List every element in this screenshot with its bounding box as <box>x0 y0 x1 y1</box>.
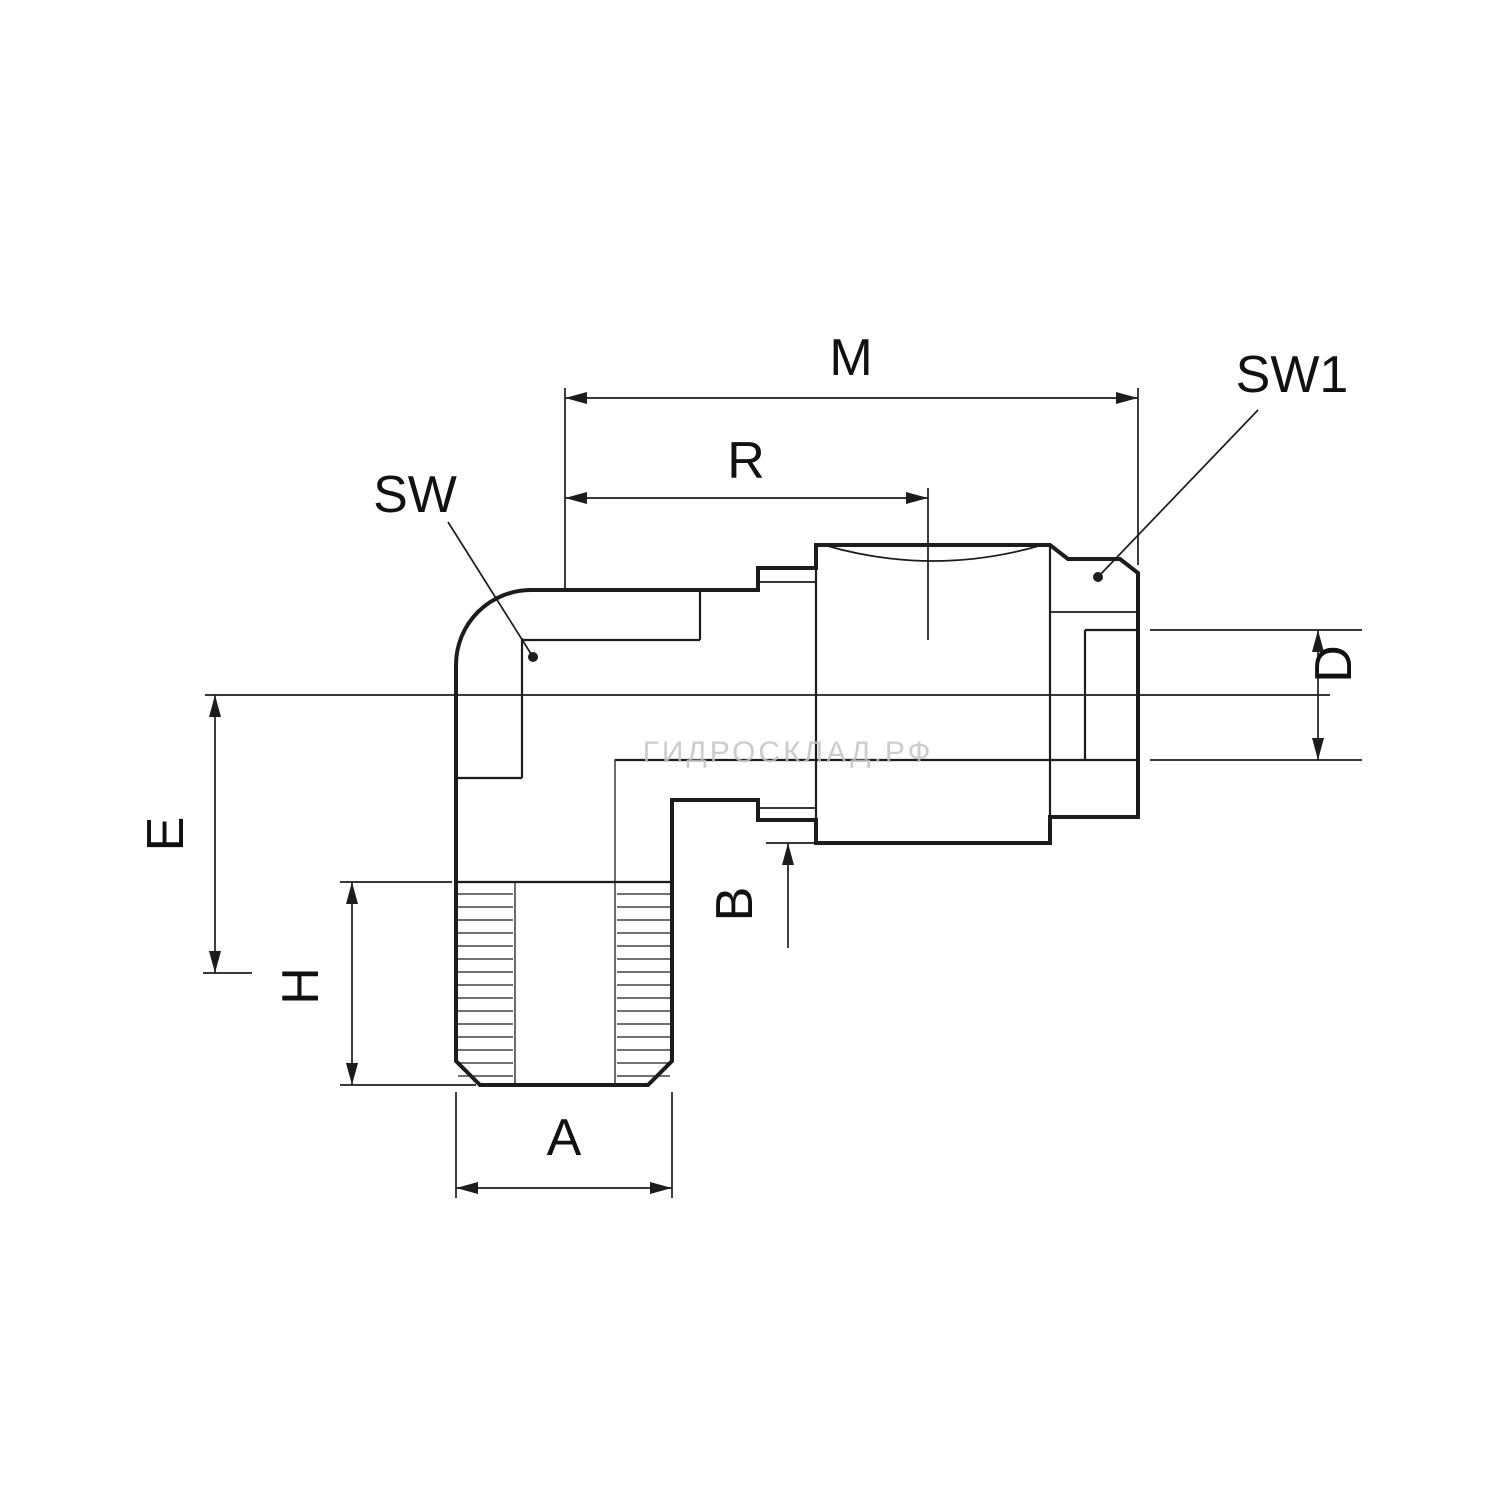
arrowhead-r-left <box>565 492 587 504</box>
arrowhead-m-right <box>1116 392 1138 404</box>
leader-sw1: SW1 <box>1093 346 1348 582</box>
dimension-d: D <box>1150 629 1363 761</box>
fitting-outline <box>454 543 1140 1087</box>
leader-dot-sw <box>528 652 538 662</box>
arrowhead-a-right <box>650 1182 672 1194</box>
arrowhead-h-bottom <box>346 1063 358 1085</box>
dimension-m: M <box>564 329 1139 592</box>
dimension-e: E <box>137 695 252 974</box>
thread-lines-left <box>458 893 513 1077</box>
dim-label-r: R <box>727 432 765 490</box>
dim-label-h: H <box>272 967 330 1005</box>
dim-label-b: B <box>706 887 764 922</box>
arrowhead-d-bottom <box>1312 738 1324 760</box>
dimension-h: H <box>272 881 476 1086</box>
arrowhead-e-top <box>209 695 221 717</box>
dim-label-sw: SW <box>373 466 457 524</box>
leader-sw: SW <box>373 466 538 662</box>
fitting-body <box>454 543 1140 1087</box>
arrowhead-a-left <box>456 1182 478 1194</box>
dim-label-e: E <box>137 817 195 852</box>
dim-label-m: M <box>829 329 872 387</box>
nut-chamfer-arc <box>823 544 1043 562</box>
body-internal-edges <box>456 544 1138 884</box>
dim-label-sw1: SW1 <box>1236 346 1349 404</box>
arrowhead-h-top <box>346 882 358 904</box>
arrowhead-e-bottom <box>209 951 221 973</box>
leader-dot-sw1 <box>1093 572 1103 582</box>
dim-label-a: A <box>547 1109 582 1167</box>
thread-lines-right <box>617 893 670 1077</box>
watermark-text: ГИДРОСКЛАД.РФ <box>643 736 934 769</box>
dim-label-d: D <box>1305 645 1363 683</box>
arrowhead-m-left <box>565 392 587 404</box>
dimension-b: B <box>706 842 814 948</box>
dimension-a: A <box>455 1092 673 1198</box>
arrowhead-r-right <box>906 492 928 504</box>
arrowhead-b <box>782 843 794 865</box>
dimension-r: R <box>565 432 929 640</box>
leader-line-sw1 <box>1097 409 1259 578</box>
arrowhead-d-top <box>1312 630 1324 652</box>
leader-line-sw <box>447 521 534 658</box>
